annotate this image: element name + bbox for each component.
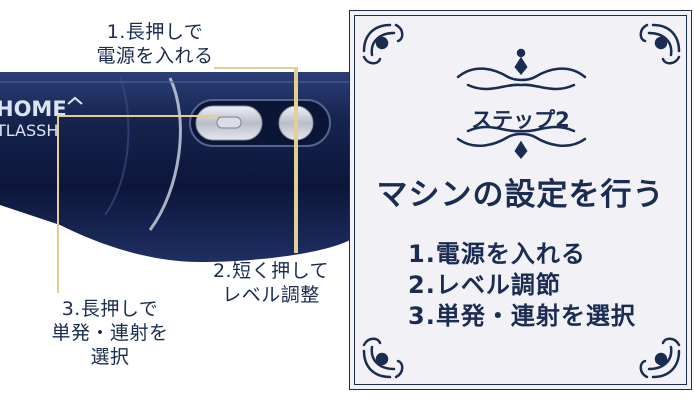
- step-label: ステップ2: [471, 108, 570, 132]
- ornament-bottom-right: [639, 337, 681, 379]
- step-item-2: 2.レベル調節: [408, 271, 561, 299]
- power-leader-vertical: [294, 67, 298, 253]
- mode-leader-horizontal: [57, 115, 220, 117]
- step-list: 1.電源を入れる 2.レベル調節 3.単発・連射を選択: [408, 239, 636, 332]
- callout-power: 1.長押しで 電源を入れる: [96, 21, 214, 67]
- device-logo-line2: TLASSH: [0, 121, 58, 140]
- device-logo-line1: HOME: [0, 97, 67, 121]
- step-item-3: 3.単発・連射を選択: [408, 302, 636, 330]
- step-panel: ステップ2 マシンの設定を行う 1.電源を入れる 2.レベル調節 3.単発・連射…: [349, 10, 692, 390]
- mode-leader-vertical: [57, 115, 59, 293]
- callout-mode: 3.長押しで 単発・連射を 選択: [51, 298, 169, 368]
- ornament-bottom-left: [362, 337, 404, 379]
- panel-title: マシンの設定を行う: [376, 177, 665, 213]
- step-item-1: 1.電源を入れる: [408, 240, 586, 268]
- ornament-top-right: [639, 23, 681, 65]
- callout-level: 2.短く押して レベル調整: [212, 260, 330, 306]
- ornament-top-left: [362, 23, 404, 65]
- power-leader-horizontal: [214, 67, 296, 69]
- ornaments: [362, 23, 681, 379]
- ornament-top-scroll: [456, 48, 587, 91]
- ornament-mid-scroll: [456, 125, 587, 159]
- device-seam: [148, 77, 182, 231]
